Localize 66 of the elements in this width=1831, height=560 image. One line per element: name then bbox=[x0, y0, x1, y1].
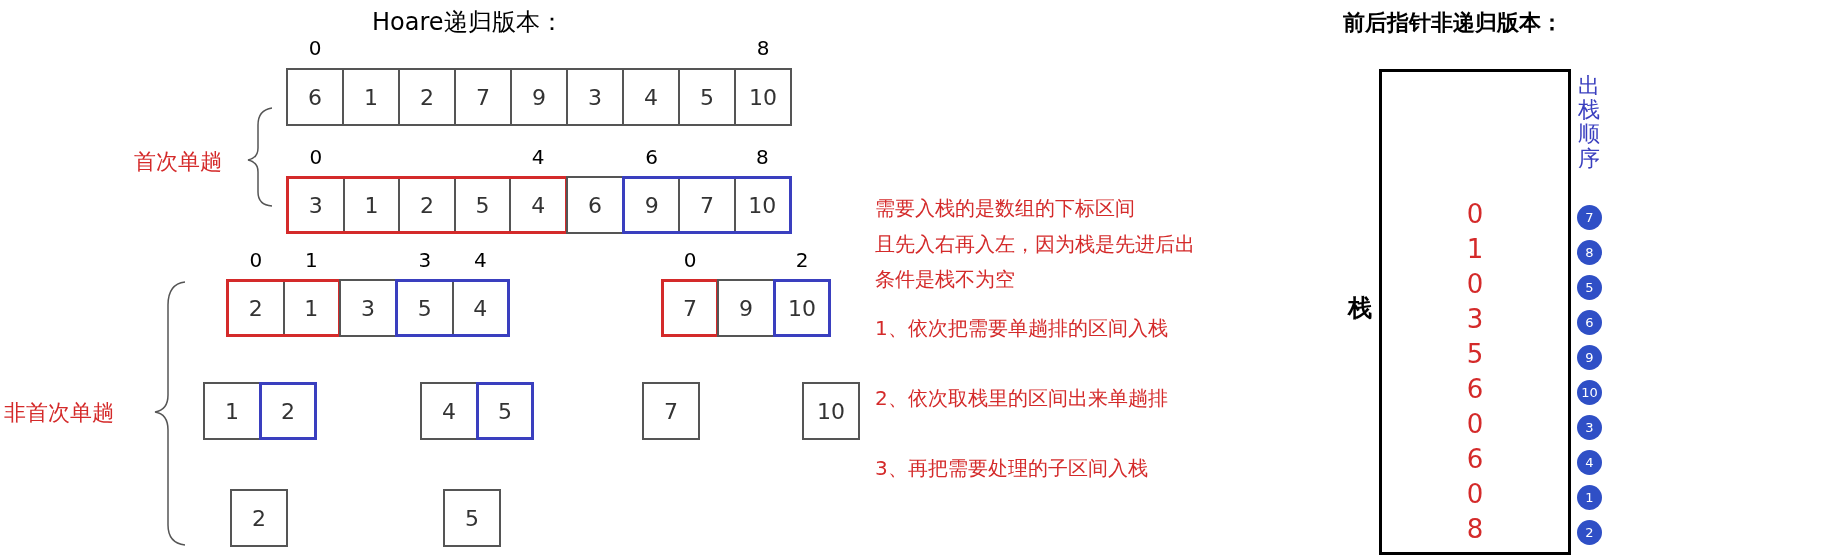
array-cell: 9 bbox=[510, 68, 568, 126]
step-text: 1、依次把需要单趟排的区间入栈 bbox=[875, 315, 1168, 342]
order-badge: 1 bbox=[1577, 485, 1602, 510]
order-badge: 8 bbox=[1577, 240, 1602, 265]
order-badge: 2 bbox=[1577, 520, 1602, 545]
brace-label: 非首次单趟 bbox=[4, 399, 114, 427]
array-cell: 5 bbox=[455, 179, 512, 231]
array-cell: 7 bbox=[642, 382, 700, 440]
array-cell: 1 bbox=[344, 179, 401, 231]
array-cell: 3 bbox=[566, 68, 624, 126]
index-label: 0 bbox=[682, 250, 698, 270]
array-cell: 2 bbox=[400, 179, 456, 231]
stack-entry: 0 bbox=[1466, 408, 1484, 441]
note-text: 需要入栈的是数组的下标区间 bbox=[875, 195, 1135, 222]
array-cell: 2 bbox=[262, 385, 314, 437]
array-cell: 1 bbox=[203, 382, 261, 440]
vertical-label: 出栈顺序 bbox=[1578, 74, 1600, 171]
stack-entry: 8 bbox=[1466, 513, 1484, 546]
array-cell: 5 bbox=[678, 68, 736, 126]
stack-entry: 6 bbox=[1466, 443, 1484, 476]
index-label: 0 bbox=[248, 250, 264, 270]
array-cell: 10 bbox=[802, 382, 860, 440]
stack-entry: 5 bbox=[1466, 338, 1484, 371]
index-label: 8 bbox=[754, 147, 770, 167]
stack-entry: 3 bbox=[1466, 303, 1484, 336]
brace-label: 首次单趟 bbox=[134, 148, 222, 176]
step-text: 3、再把需要处理的子区间入栈 bbox=[875, 455, 1148, 482]
array-cell: 7 bbox=[680, 179, 736, 231]
order-badge: 4 bbox=[1577, 450, 1602, 475]
array-cell: 5 bbox=[443, 489, 501, 547]
order-badge: 7 bbox=[1577, 205, 1602, 230]
array-cell: 4 bbox=[420, 382, 478, 440]
note-text: 条件是栈不为空 bbox=[875, 266, 1015, 293]
array-cell: 2 bbox=[398, 68, 456, 126]
section-title: 前后指针非递归版本： bbox=[1343, 9, 1563, 37]
index-label: 4 bbox=[472, 250, 488, 270]
index-label: 3 bbox=[417, 250, 433, 270]
index-label: 2 bbox=[794, 250, 810, 270]
array-cell: 4 bbox=[622, 68, 680, 126]
stack-entry: 1 bbox=[1466, 233, 1484, 266]
note-text: 且先入右再入左，因为栈是先进后出 bbox=[875, 231, 1195, 258]
stack-entry: 0 bbox=[1466, 198, 1484, 231]
index-label: 4 bbox=[530, 147, 546, 167]
order-badge: 6 bbox=[1577, 310, 1602, 335]
order-badge: 5 bbox=[1577, 275, 1602, 300]
diagram-title: Hoare递归版本： bbox=[372, 7, 564, 38]
array-cell: 2 bbox=[230, 489, 288, 547]
array-cell: 3 bbox=[339, 279, 397, 337]
array-cell: 5 bbox=[479, 385, 531, 437]
index-label: 6 bbox=[644, 147, 660, 167]
index-label: 0 bbox=[307, 38, 323, 58]
step-text: 2、依次取栈里的区间出来单趟排 bbox=[875, 385, 1168, 412]
array-cell: 6 bbox=[566, 176, 624, 234]
stack-label: 栈 bbox=[1348, 293, 1372, 324]
stack-entry: 0 bbox=[1466, 478, 1484, 511]
order-badge: 9 bbox=[1577, 345, 1602, 370]
stack-entry: 0 bbox=[1466, 268, 1484, 301]
order-badge: 10 bbox=[1577, 380, 1602, 405]
array-cell: 7 bbox=[454, 68, 512, 126]
array-cell: 1 bbox=[342, 68, 400, 126]
array-cell: 9 bbox=[717, 279, 775, 337]
index-label: 0 bbox=[308, 147, 324, 167]
index-label: 1 bbox=[303, 250, 319, 270]
index-label: 8 bbox=[755, 38, 771, 58]
stack-entry: 6 bbox=[1466, 373, 1484, 406]
order-badge: 3 bbox=[1577, 415, 1602, 440]
